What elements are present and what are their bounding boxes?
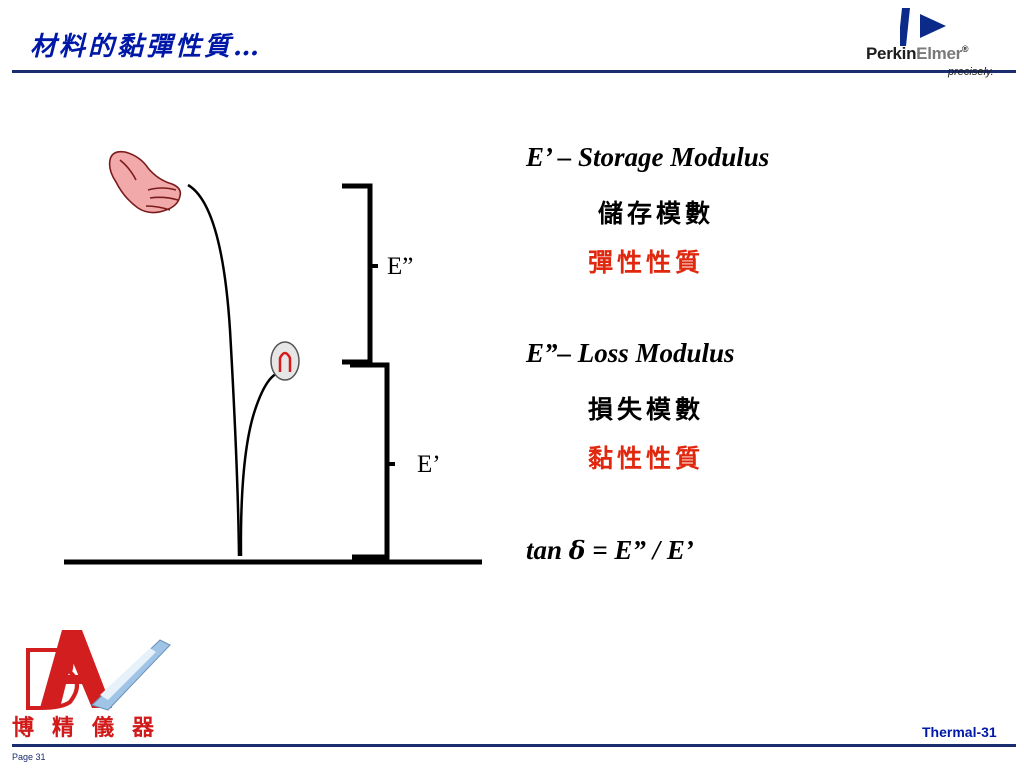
perkinelmer-logo-icon xyxy=(900,8,946,46)
loss-modulus-cn: 損失模數 xyxy=(588,395,705,424)
storage-modulus-label: E’ xyxy=(417,451,441,478)
company-name: 博精儀器 xyxy=(12,715,173,741)
drop-trajectory xyxy=(187,183,241,557)
footer-divider xyxy=(12,744,1016,747)
tan-delta-formula: tan δ = E” / E’ xyxy=(526,535,694,565)
storage-modulus-heading: E’ – Storage Modulus xyxy=(526,142,770,172)
viscous-property: 黏性性質 xyxy=(588,444,705,473)
header-divider xyxy=(12,70,1016,73)
loss-bracket xyxy=(342,183,373,365)
storage-bracket xyxy=(350,362,390,560)
slide-title: 材料的黏彈性質… xyxy=(30,32,263,62)
storage-modulus-cn: 儲存模數 xyxy=(598,199,715,228)
logo-tagline: precisely. xyxy=(948,66,994,78)
elastic-property: 彈性性質 xyxy=(588,248,705,277)
perkinelmer-wordmark: PerkinElmer® xyxy=(866,44,969,63)
hand-icon xyxy=(108,150,182,214)
slide-id: Thermal-31 xyxy=(922,724,997,740)
page-number: Page 31 xyxy=(12,752,46,762)
ab-company-logo-icon xyxy=(26,630,171,711)
loss-modulus-label: E” xyxy=(387,253,414,280)
rebound-trajectory xyxy=(239,372,277,557)
loss-modulus-heading: E”– Loss Modulus xyxy=(526,338,735,368)
ball-icon xyxy=(270,341,300,381)
